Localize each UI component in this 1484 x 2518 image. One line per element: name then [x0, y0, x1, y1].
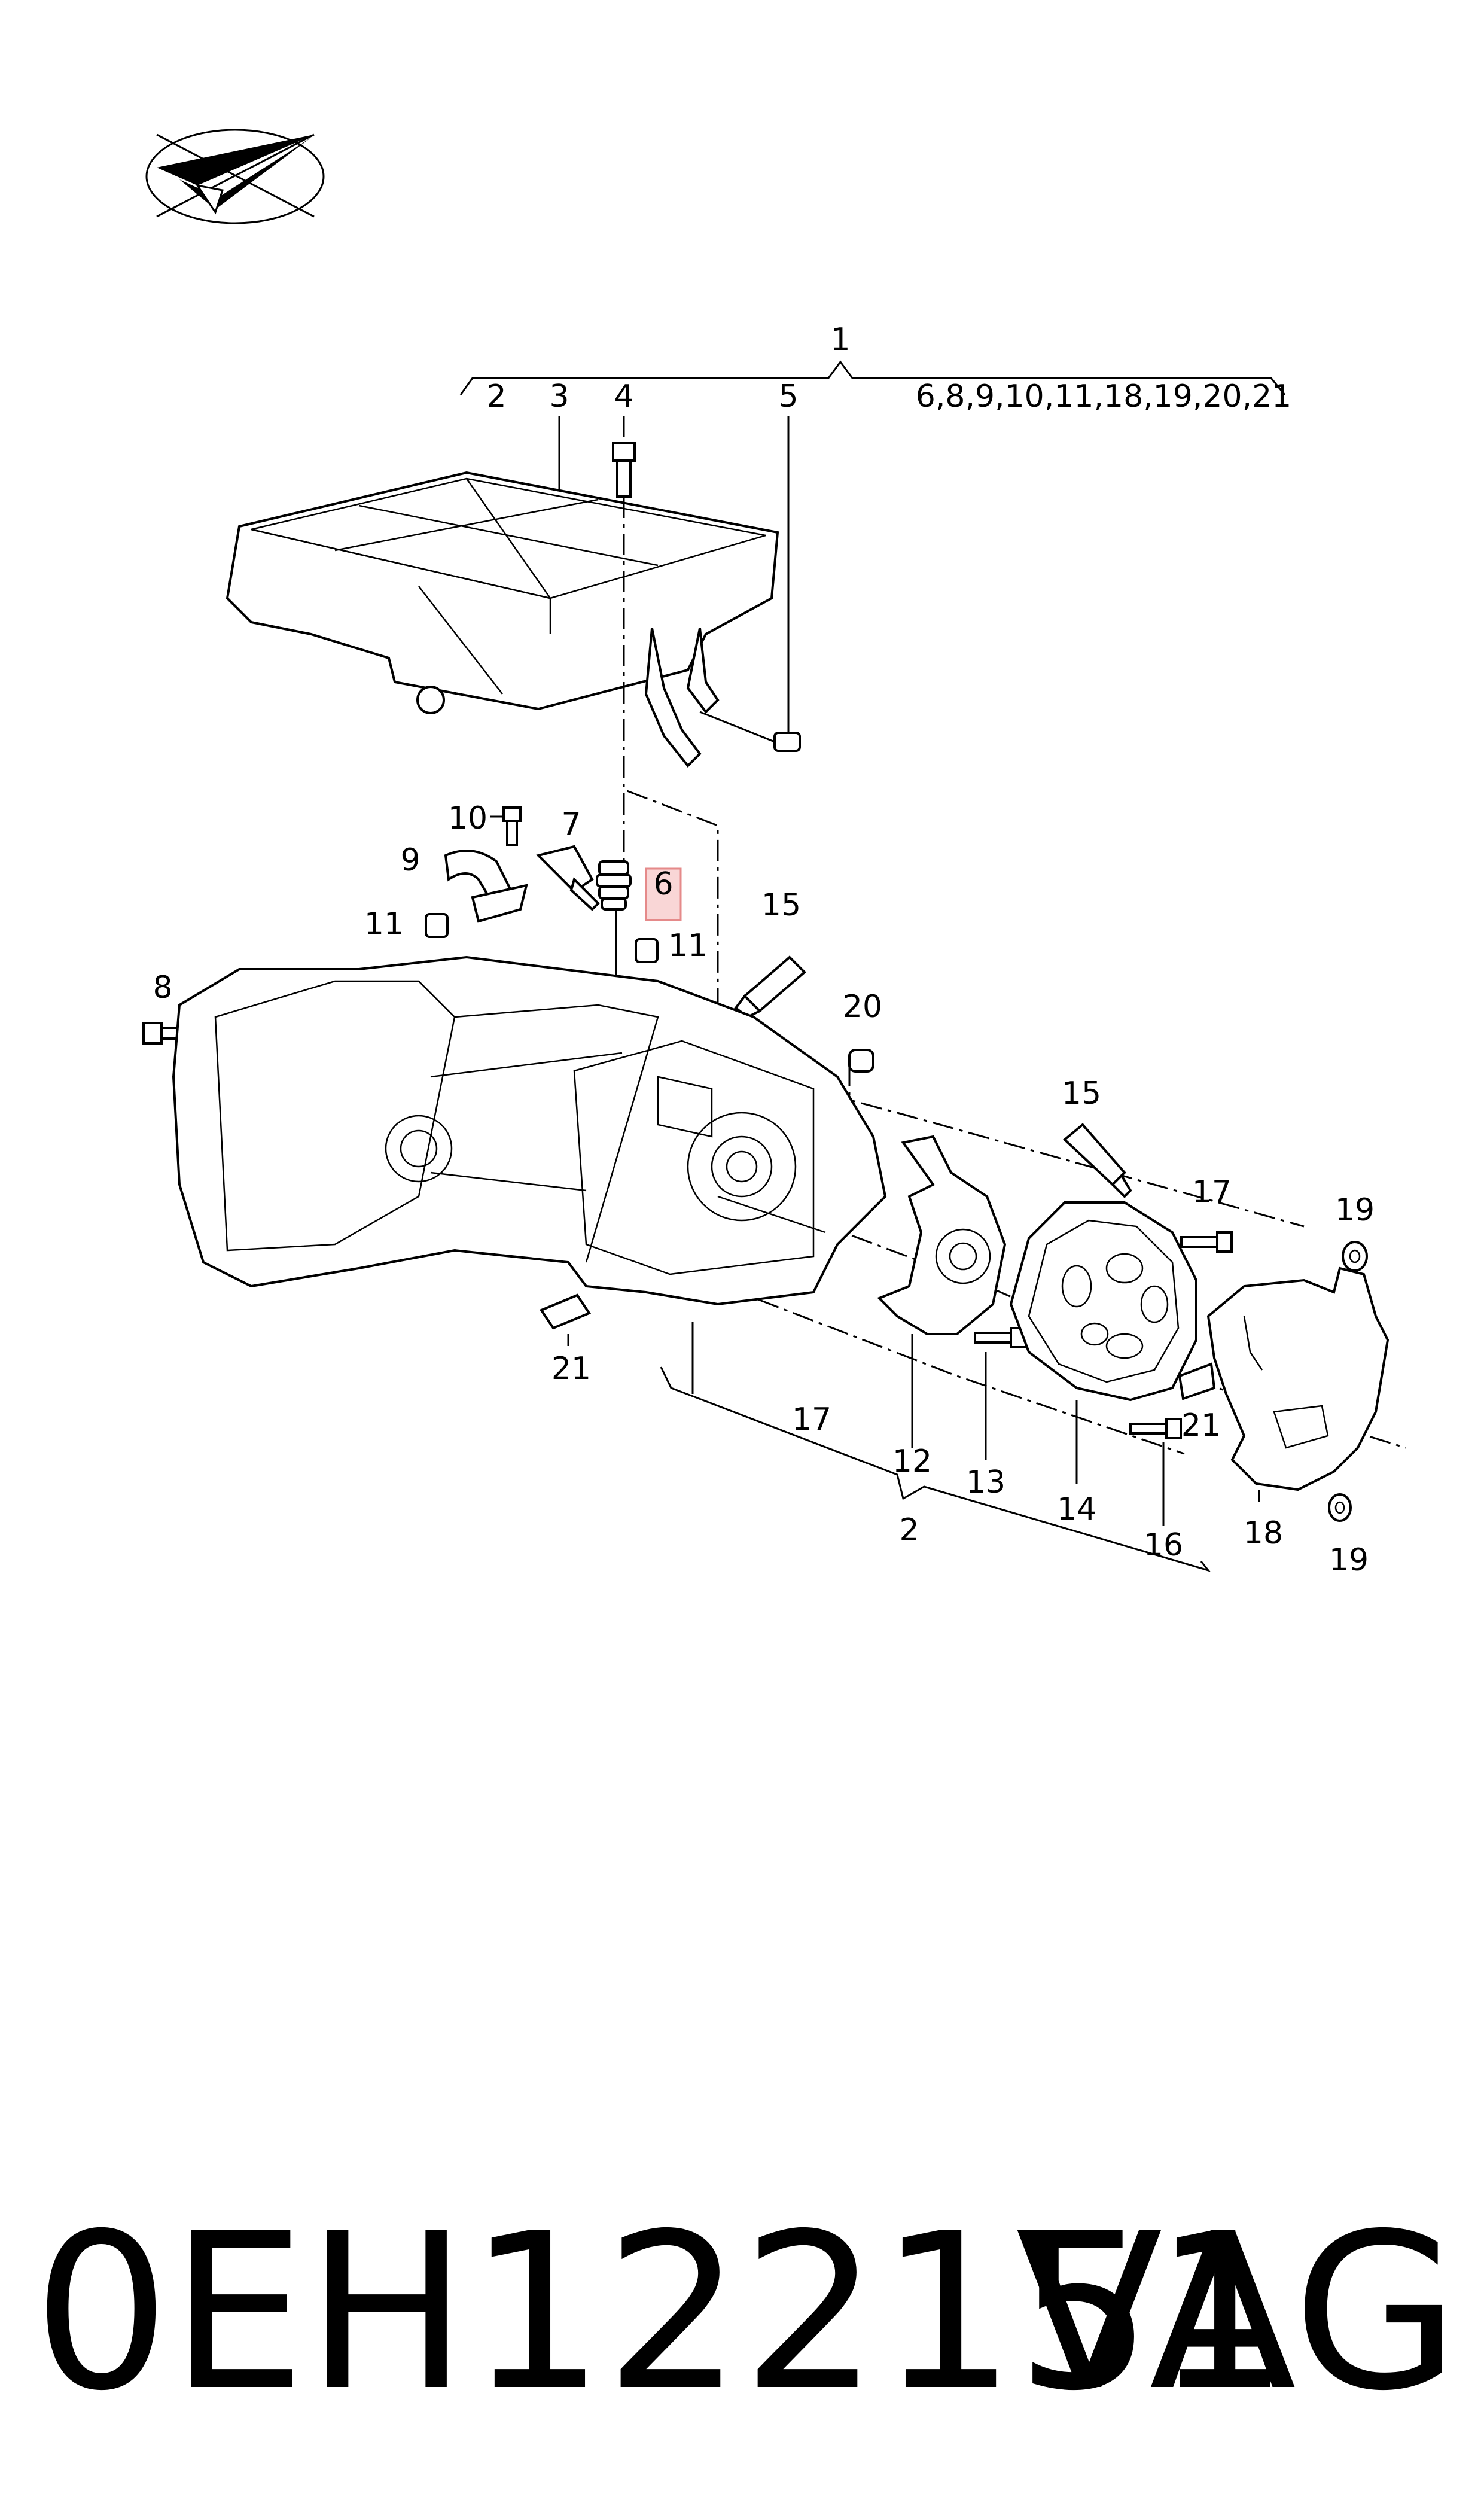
label-15-right: 15: [1062, 1076, 1101, 1112]
nut-19-bottom: [1328, 1493, 1352, 1522]
plug-20: [848, 1049, 874, 1073]
checkmark-arrow-logo-icon: [145, 129, 325, 224]
nut-19-top: [1342, 1241, 1368, 1272]
label-2-top: 2: [486, 379, 506, 415]
label-18: 18: [1244, 1515, 1283, 1551]
label-11-right: 11: [668, 928, 708, 964]
transmission-housing: [172, 955, 887, 1306]
label-14: 14: [1057, 1491, 1096, 1527]
sealant-tube-15-right: [1062, 1123, 1132, 1198]
sealant-tube-7: [536, 845, 600, 911]
label-21-right: 21: [1181, 1408, 1221, 1444]
label-16: 16: [1144, 1527, 1183, 1563]
label-17-bottom: 17: [792, 1402, 831, 1438]
label-19-bottom: 19: [1329, 1542, 1369, 1578]
label-15-top: 15: [761, 887, 801, 923]
label-6: 6: [653, 866, 673, 902]
label-10: 10: [448, 800, 487, 836]
label-19-top: 19: [1335, 1192, 1375, 1228]
brand-name: VAG: [1016, 2187, 1459, 2438]
label-9: 9: [400, 842, 420, 878]
cover-plate-14: [1009, 1201, 1197, 1484]
label-7: 7: [561, 806, 581, 842]
gasket-symbol-21-left: [539, 1293, 592, 1346]
group-2-bracket: [660, 1322, 1211, 1572]
sleeve-11-left: [425, 913, 449, 938]
label-4: 4: [614, 379, 633, 415]
bolt-16: [1129, 1418, 1182, 1526]
sleeve-11-right: [635, 938, 659, 963]
label-21-left: 21: [551, 1351, 591, 1387]
group-1-bracket: [459, 360, 1286, 395]
bolt-17-right: [1180, 1231, 1233, 1253]
upper-leader-lines: [558, 416, 790, 733]
bolt-10: [490, 806, 522, 846]
label-17-right: 17: [1192, 1174, 1232, 1210]
part-number: 0EH122151: [33, 2187, 1290, 2438]
label-12: 12: [892, 1444, 932, 1479]
label-5: 5: [778, 379, 798, 415]
label-group-1-parts: 6,8,9,10,11,18,19,20,21: [916, 379, 1292, 415]
protective-cover-18: [1206, 1266, 1389, 1502]
label-13: 13: [966, 1464, 1005, 1500]
label-11-left: 11: [364, 906, 404, 942]
label-3: 3: [549, 379, 569, 415]
breather-elbow-9: [444, 850, 528, 923]
seal-6: [596, 860, 632, 981]
bolt-13: [974, 1327, 1028, 1460]
bearing-housing-12: [877, 1135, 1007, 1448]
label-8: 8: [153, 970, 172, 1006]
label-20: 20: [843, 989, 882, 1025]
label-2-bottom: 2: [899, 1512, 919, 1548]
highlight-box-6: [645, 867, 682, 921]
label-1: 1: [830, 322, 850, 358]
gasket-symbol-21-right: [1178, 1362, 1216, 1400]
bracket-5: [644, 628, 801, 768]
oil-pan: [226, 471, 779, 714]
sealant-tube-15-top: [734, 955, 806, 1019]
